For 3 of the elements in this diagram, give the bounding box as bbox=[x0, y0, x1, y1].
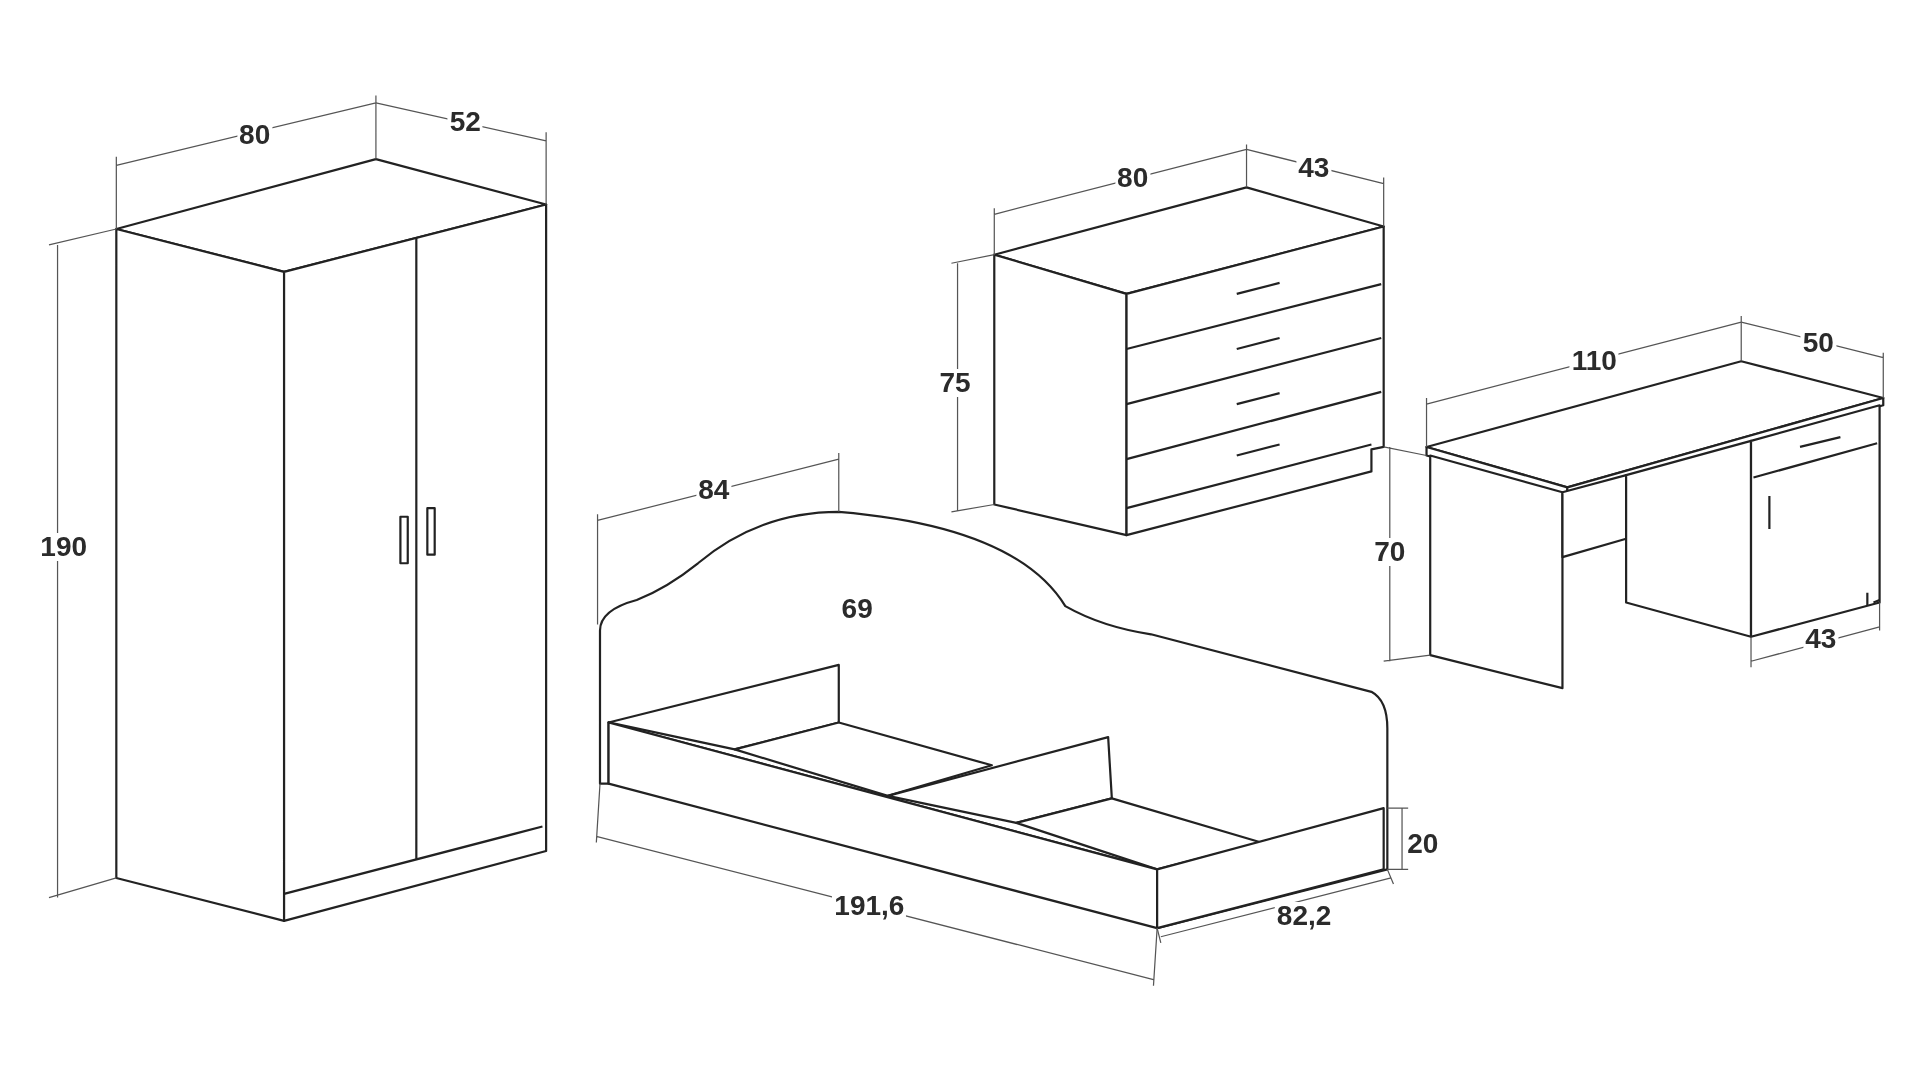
dimension-label: 70 bbox=[1372, 538, 1408, 567]
dimension-label: 82,2 bbox=[1274, 901, 1334, 930]
dimension-label: 75 bbox=[937, 369, 973, 398]
